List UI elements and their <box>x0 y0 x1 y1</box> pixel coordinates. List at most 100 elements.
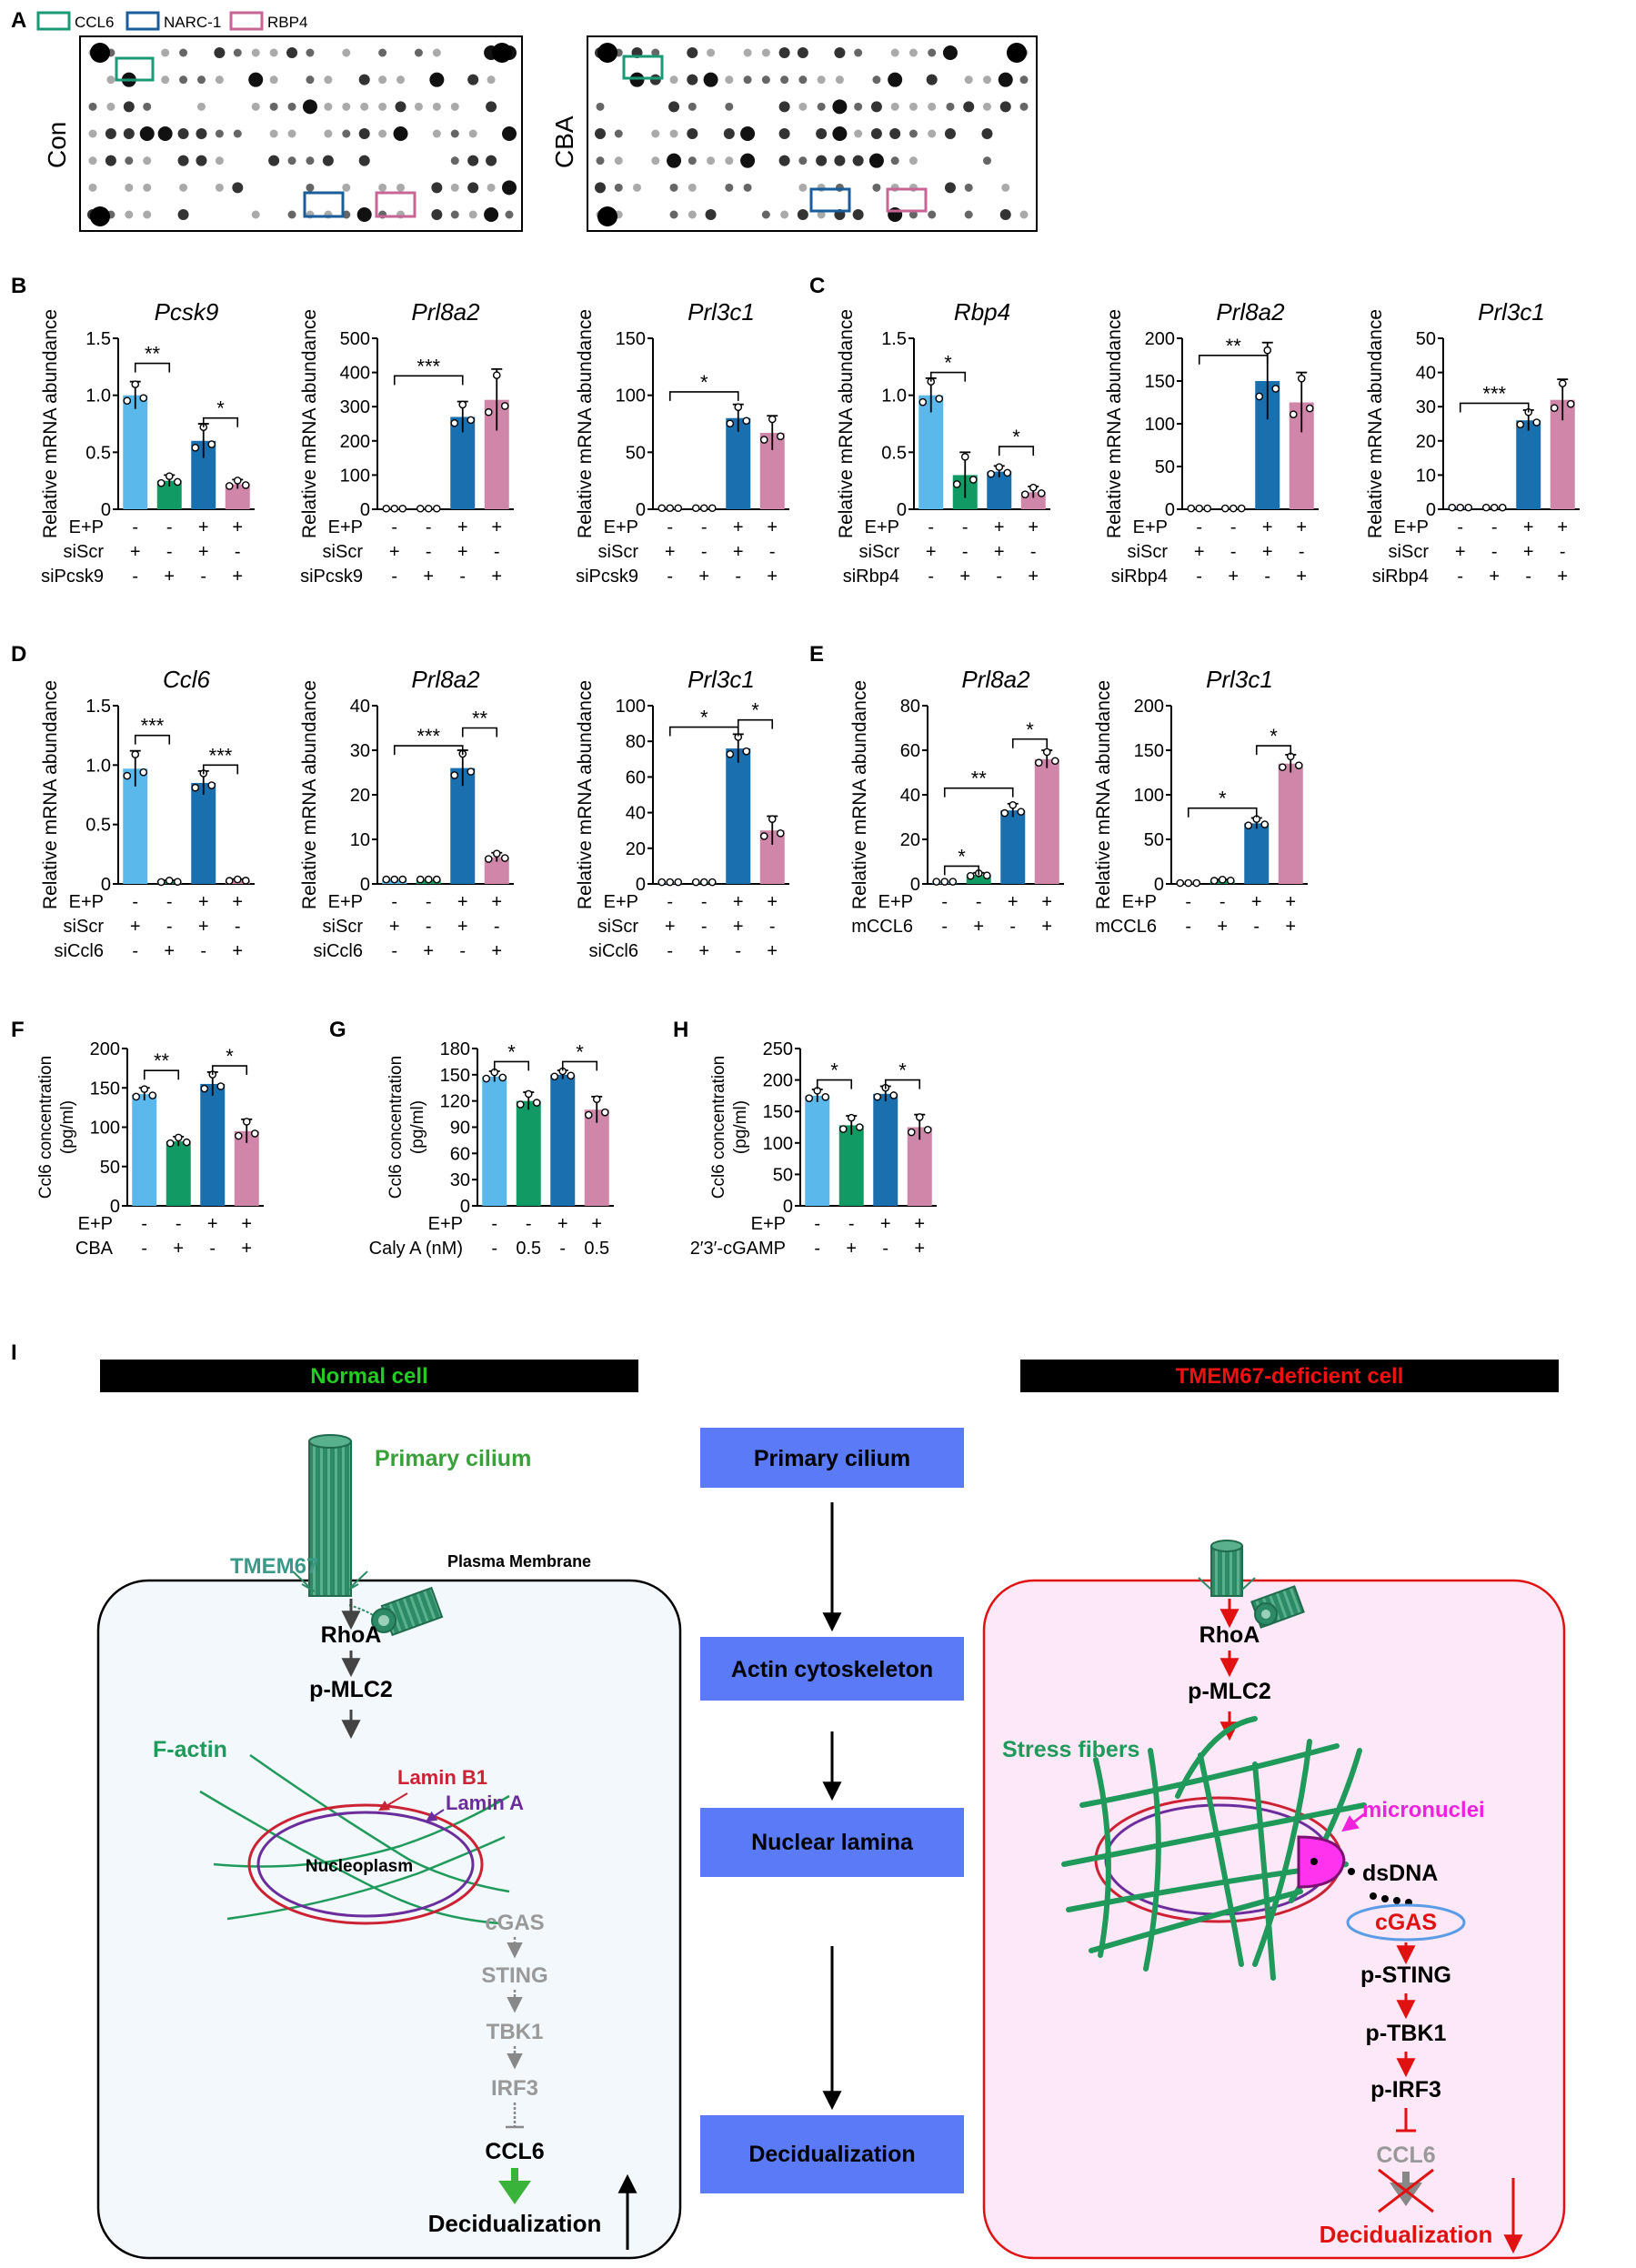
condition-sign: - <box>1491 542 1498 562</box>
data-point <box>1244 821 1253 830</box>
blot-spot <box>378 183 387 192</box>
blot-spot <box>105 128 116 139</box>
significance-bracket <box>816 1079 853 1089</box>
blot-spot <box>360 102 369 111</box>
condition-sign: + <box>880 1214 891 1234</box>
data-point <box>241 877 250 885</box>
significance-label: *** <box>209 744 233 767</box>
blot-spot <box>761 48 770 57</box>
y-tick-label: 60 <box>900 741 920 761</box>
significance-label: * <box>576 1040 584 1063</box>
blot-spot <box>982 75 991 85</box>
blot-spot <box>302 99 317 115</box>
significance-bracket <box>143 1069 180 1080</box>
blot-spot <box>358 74 370 85</box>
blot-spot <box>614 183 623 192</box>
data-point <box>516 1100 525 1109</box>
y-axis-label: Relative mRNA abundance <box>836 309 857 538</box>
data-point <box>225 482 234 490</box>
flow-box-actin-cytoskeleton <box>700 1637 964 1701</box>
blot-reference-spot <box>90 43 110 63</box>
condition-sign: + <box>457 917 468 937</box>
blot-spot <box>233 48 242 57</box>
data-point <box>776 432 785 441</box>
blot-spot <box>143 210 152 219</box>
data-point <box>987 469 996 478</box>
data-point <box>450 771 459 779</box>
cgas-deficient: cGAS <box>1375 1910 1437 1935</box>
bar <box>966 875 991 884</box>
data-point <box>416 875 425 884</box>
condition-label: 2′3′-cGAMP <box>690 1239 786 1259</box>
primary-cilium-deficient <box>1198 1540 1256 1597</box>
condition-sign: - <box>141 1239 147 1259</box>
condition-sign: - <box>426 917 432 937</box>
condition-sign: + <box>207 1214 218 1234</box>
condition-sign: + <box>959 567 970 587</box>
condition-label: mCCL6 <box>851 917 913 937</box>
flow-label-nuclear-lamina: Nuclear lamina <box>751 1830 914 1855</box>
data-point <box>699 878 708 887</box>
blot-spot <box>651 156 660 166</box>
blot-spot <box>725 75 734 85</box>
blot-spot <box>725 102 734 111</box>
data-point <box>241 481 250 489</box>
data-point <box>1566 399 1575 408</box>
condition-sign: + <box>733 542 744 562</box>
data-point <box>768 415 777 424</box>
condition-sign: - <box>735 567 741 587</box>
condition-sign: + <box>733 892 744 912</box>
data-point <box>207 440 216 448</box>
y-axis-label: Relative mRNA abundance <box>575 309 596 538</box>
bar <box>1278 763 1303 884</box>
condition-sign: + <box>1028 517 1039 537</box>
significance-bracket <box>668 726 739 737</box>
data-point <box>1192 878 1201 888</box>
data-point <box>1029 483 1038 492</box>
bar <box>805 1095 830 1206</box>
significance-label: * <box>226 1045 234 1068</box>
blot-spot <box>743 183 752 192</box>
condition-sign: - <box>1560 542 1566 562</box>
blot-spot <box>177 155 189 166</box>
condition-label: E+P <box>328 517 363 537</box>
condition-sign: - <box>1230 542 1237 562</box>
blot-spot <box>342 102 351 111</box>
blot-spot <box>998 72 1013 87</box>
blot-spot <box>852 209 864 220</box>
y-tick-label: 200 <box>763 1071 793 1091</box>
data-point <box>567 1071 576 1080</box>
condition-sign: + <box>232 567 243 587</box>
chart-title: Prl8a2 <box>411 298 480 326</box>
condition-sign: - <box>132 941 138 961</box>
significance-bracket <box>943 865 980 876</box>
condition-sign: + <box>423 567 434 587</box>
blot-spot <box>306 183 315 192</box>
condition-sign: - <box>701 542 708 562</box>
condition-label: E+P <box>428 1214 463 1234</box>
lamin-a-label: Lamin A <box>446 1791 524 1814</box>
condition-sign: + <box>173 1239 184 1259</box>
condition-sign: - <box>1457 517 1463 537</box>
data-point <box>156 878 166 887</box>
blot-spot <box>88 102 97 111</box>
data-point <box>1009 800 1018 809</box>
data-point <box>390 875 399 884</box>
blot-spot <box>467 155 479 166</box>
data-point <box>855 1123 864 1131</box>
condition-sign: + <box>457 542 468 562</box>
condition-label: E+P <box>865 517 899 537</box>
blot-spot <box>139 126 155 141</box>
y-tick-label: 0.5 <box>85 443 111 463</box>
significance-label: ** <box>971 768 988 790</box>
condition-sign: 0.5 <box>516 1239 541 1259</box>
significance-label: ** <box>1226 335 1242 357</box>
condition-label: E+P <box>604 517 638 537</box>
legend-narc1: NARC-1 <box>125 11 221 31</box>
y-tick-label: 150 <box>763 1102 793 1122</box>
significance-label: * <box>507 1040 516 1063</box>
condition-sign: + <box>130 917 141 937</box>
significance-bracket <box>134 362 171 373</box>
condition-sign: - <box>200 567 206 587</box>
